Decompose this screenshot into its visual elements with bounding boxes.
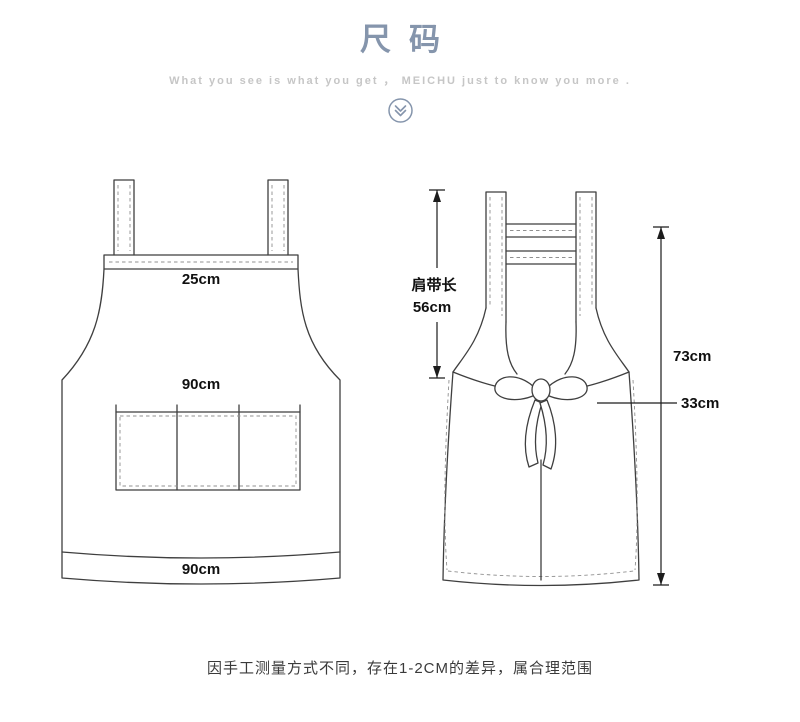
front-pocket — [115, 411, 301, 491]
side-length-arrow-down — [657, 573, 665, 585]
header: 尺码 What you see is what you get ， MEICHU… — [0, 0, 800, 125]
double-chevron-down-icon — [387, 98, 413, 123]
bow-left-loop — [494, 376, 536, 401]
scroll-down-indicator — [0, 97, 800, 125]
front-right-strap — [267, 179, 289, 256]
front-apron-drawing: 25cm 90cm 90cm — [61, 179, 341, 585]
bow-right-tail — [539, 399, 557, 470]
waist-bow — [494, 376, 588, 470]
front-bottom-width-label: 90cm — [182, 561, 220, 578]
shoulder-strap-arrow-down — [433, 366, 441, 378]
front-chest-width-label: 90cm — [182, 376, 220, 393]
back-strap-crossbar-2 — [505, 250, 577, 265]
back-skirt-outline — [442, 371, 640, 587]
shoulder-strap-arrow-up — [433, 190, 441, 202]
bow-right-loop — [546, 376, 588, 401]
front-body-outline — [61, 268, 341, 585]
bow-knot — [531, 378, 551, 402]
measurement-disclaimer: 因手工测量方式不同，存在1-2CM的差异，属合理范围 — [206, 660, 593, 677]
back-right-strap — [575, 191, 597, 323]
page-title: 尺码 — [360, 22, 458, 57]
page-subtitle: What you see is what you get ， MEICHU ju… — [169, 75, 631, 87]
front-left-strap — [113, 179, 135, 256]
back-crossbar-stitches — [510, 230, 572, 258]
back-left-armhole — [452, 307, 518, 375]
front-pocket-stitch — [119, 415, 297, 487]
back-apron-drawing — [442, 191, 640, 587]
side-length-label: 73cm — [673, 348, 711, 365]
side-length-dimension-line — [653, 226, 669, 586]
bow-left-tail — [524, 399, 543, 468]
front-right-strap-stitch — [271, 185, 285, 251]
back-strap-stitches — [489, 197, 593, 316]
tie-drop-label: 33cm — [681, 395, 719, 412]
size-diagram: 25cm 90cm 90cm 肩带长 — [61, 179, 719, 587]
shoulder-strap-value: 56cm — [413, 299, 451, 316]
back-left-strap — [485, 191, 507, 323]
side-length-arrow-up — [657, 227, 665, 239]
shoulder-strap-label: 肩带长 — [411, 276, 457, 294]
front-left-strap-stitch — [117, 185, 131, 251]
back-strap-crossbar-1 — [505, 223, 577, 238]
front-top-width-label: 25cm — [182, 271, 220, 288]
dimension-annotations: 肩带长 56cm 73cm 33cm — [411, 189, 719, 586]
front-pocket-dividers — [176, 411, 240, 491]
front-hem-inner-line — [61, 551, 341, 559]
back-side-stitches — [444, 379, 638, 571]
front-pocket-bartacks — [115, 404, 301, 413]
back-right-armhole — [564, 307, 630, 375]
